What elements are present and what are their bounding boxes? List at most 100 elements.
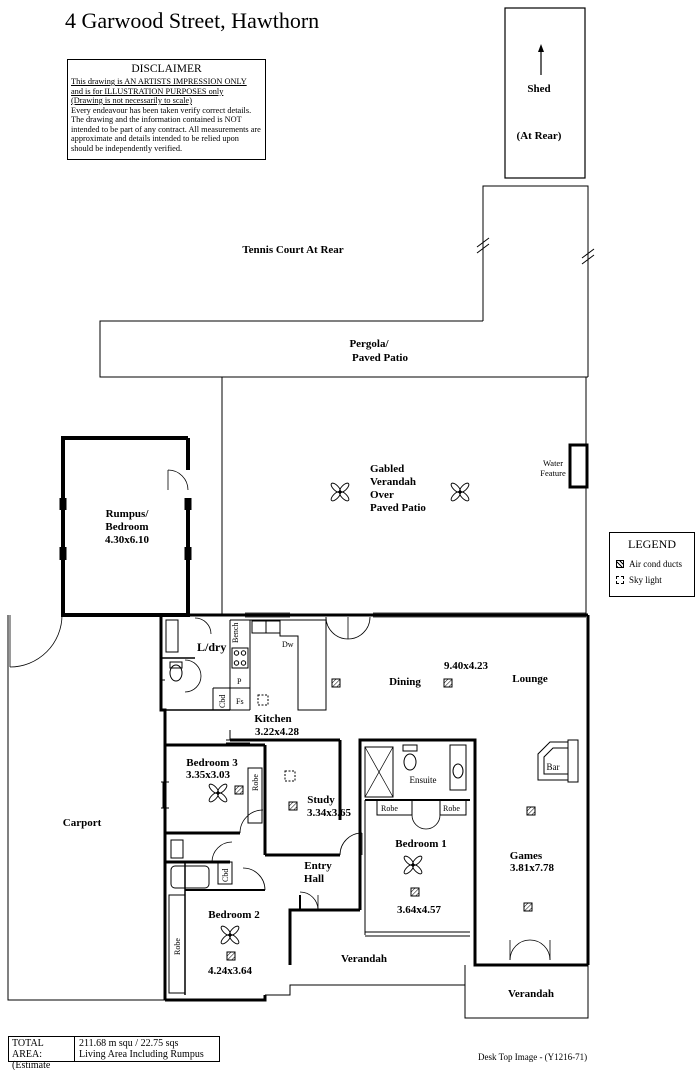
sky-light-icon: [616, 576, 624, 584]
shed: [504, 7, 586, 179]
laundry-label: L/dry: [197, 640, 226, 654]
robe-bedroom-2-label: Robe: [173, 938, 182, 955]
pergola: [99, 320, 588, 378]
kitchen-dimension: 3.22x4.28: [255, 726, 300, 738]
legend-box: LEGEND Air cond ducts Sky light: [609, 532, 695, 597]
ceiling-fans: [207, 481, 471, 946]
study-label: Study: [307, 794, 335, 806]
air-duct-icon: [523, 902, 533, 912]
rumpus-label-2: Bedroom: [105, 521, 148, 533]
disclaimer-line-1: This drawing is AN ARTISTS IMPRESSION ON…: [71, 77, 247, 86]
tennis-court-boundary: [476, 185, 595, 377]
sky-light-icon: [257, 694, 269, 706]
robe-bedroom-1b-label: Robe: [443, 804, 460, 813]
disclaimer-heading: DISCLAIMER: [131, 63, 202, 75]
pergola-label-2: Paved Patio: [352, 352, 408, 364]
ensuite-label: Ensuite: [410, 775, 437, 785]
tennis-court-label: Tennis Court At Rear: [242, 244, 343, 256]
total-area-description: Living Area Including Rumpus: [79, 1049, 204, 1060]
shed-note: (At Rear): [517, 130, 562, 142]
rumpus-label-1: Rumpus/: [106, 508, 150, 520]
bar-label: Bar: [547, 762, 560, 772]
bedroom-1-walls: [364, 744, 470, 937]
rumpus-room: [59, 436, 192, 617]
legend-heading: LEGEND: [628, 537, 676, 551]
cupboard-label: Cbd: [218, 695, 227, 708]
fan-icon: [449, 481, 471, 503]
air-duct-icon: [616, 560, 624, 568]
robe-bedroom-3-label: Robe: [251, 774, 260, 791]
entry-label-1: Entry: [304, 860, 332, 872]
air-duct-icon: [288, 801, 298, 811]
bathroom: [165, 839, 265, 891]
total-area-box: TOTAL AREA: (Estimate Only) 211.68 m squ…: [8, 1036, 220, 1070]
legend-row-air-cond: Air cond ducts: [616, 556, 688, 572]
lounge-label: Lounge: [512, 673, 548, 685]
games-room: [509, 739, 579, 961]
air-duct-icon: [526, 806, 536, 816]
kitchen-label: Kitchen: [254, 713, 291, 725]
disclaimer-body: Every endeavour has been taken verify co…: [71, 105, 261, 153]
fan-icon: [402, 854, 424, 876]
fan-icon: [207, 782, 229, 804]
bedroom-2-dimension: 4.24x3.64: [208, 965, 253, 977]
rumpus-dimension: 4.30x6.10: [105, 534, 150, 546]
air-duct-icon: [410, 887, 420, 897]
fan-icon: [219, 924, 241, 946]
games-verandah-label: Verandah: [508, 988, 554, 1000]
fridge-space-label: Fs: [236, 697, 244, 706]
games-dimension: 3.81x7.78: [510, 862, 555, 874]
dishwasher-label: Dw: [282, 640, 294, 649]
kitchen-joinery: [212, 619, 340, 744]
disclaimer-box: DISCLAIMER This drawing is AN ARTISTS IM…: [67, 59, 266, 160]
dining-doors: [325, 616, 371, 640]
bedroom-2-robe: [168, 894, 186, 994]
entry-door: [242, 867, 319, 911]
robe-bedroom-1a-label: Robe: [381, 804, 398, 813]
carport-label: Carport: [63, 817, 102, 829]
fan-icon: [329, 481, 351, 503]
legend-row-sky-light: Sky light: [616, 572, 688, 588]
disclaimer-line-2: and is for ILLUSTRATION PURPOSES only: [71, 86, 224, 96]
dining-dimension: 9.40x4.23: [444, 660, 489, 672]
air-duct-icon: [331, 678, 341, 688]
dining-label: Dining: [389, 676, 421, 688]
bedroom-3-walls: [161, 743, 267, 855]
page-title: 4 Garwood Street, Hawthorn: [65, 8, 320, 33]
entry-label-2: Hall: [304, 873, 324, 885]
image-credit: Desk Top Image - (Y1216-71): [478, 1052, 588, 1062]
verandah-label-3: Over: [370, 489, 394, 501]
study-dimension: 3.34x3.65: [307, 807, 352, 819]
front-verandah-label: Verandah: [341, 953, 387, 965]
water-feature-label-2: Feature: [540, 468, 566, 478]
games-label: Games: [510, 850, 543, 862]
bedroom-1-label: Bedroom 1: [395, 838, 446, 850]
disclaimer-line-3: (Drawing is not necessarily to scale): [71, 96, 192, 105]
pantry-label: P: [237, 677, 242, 686]
legend-air-cond-label: Air cond ducts: [629, 559, 682, 569]
bench-label: Bench: [231, 623, 240, 643]
air-duct-icon: [234, 785, 244, 795]
bedroom-3-dimension: 3.35x3.03: [186, 769, 231, 781]
verandah-label-2: Verandah: [370, 476, 416, 488]
verandah-label-4: Paved Patio: [370, 502, 426, 514]
bedroom-1-dimension: 3.64x4.57: [397, 904, 442, 916]
total-area-label: TOTAL AREA:: [12, 1038, 44, 1060]
rear-sliding-doors: [245, 612, 586, 618]
front-verandah: [265, 965, 589, 1019]
total-area-label-cell: TOTAL AREA: (Estimate Only): [9, 1037, 75, 1070]
total-area-value: 211.68 m squ / 22.75 sqs: [79, 1038, 179, 1049]
air-duct-icon: [226, 951, 236, 961]
gabled-verandah: [221, 377, 589, 615]
sky-light-icon: [284, 770, 296, 782]
bedroom-3-label: Bedroom 3: [186, 757, 238, 769]
study-walls: [265, 740, 363, 857]
shed-label: Shed: [527, 83, 550, 95]
bedroom-2-label: Bedroom 2: [208, 909, 260, 921]
cupboard-bath-label: Cbd: [221, 869, 230, 882]
laundry: [161, 617, 230, 711]
pergola-label-1: Pergola/: [349, 338, 389, 350]
total-area-note: (Estimate Only): [12, 1060, 51, 1070]
